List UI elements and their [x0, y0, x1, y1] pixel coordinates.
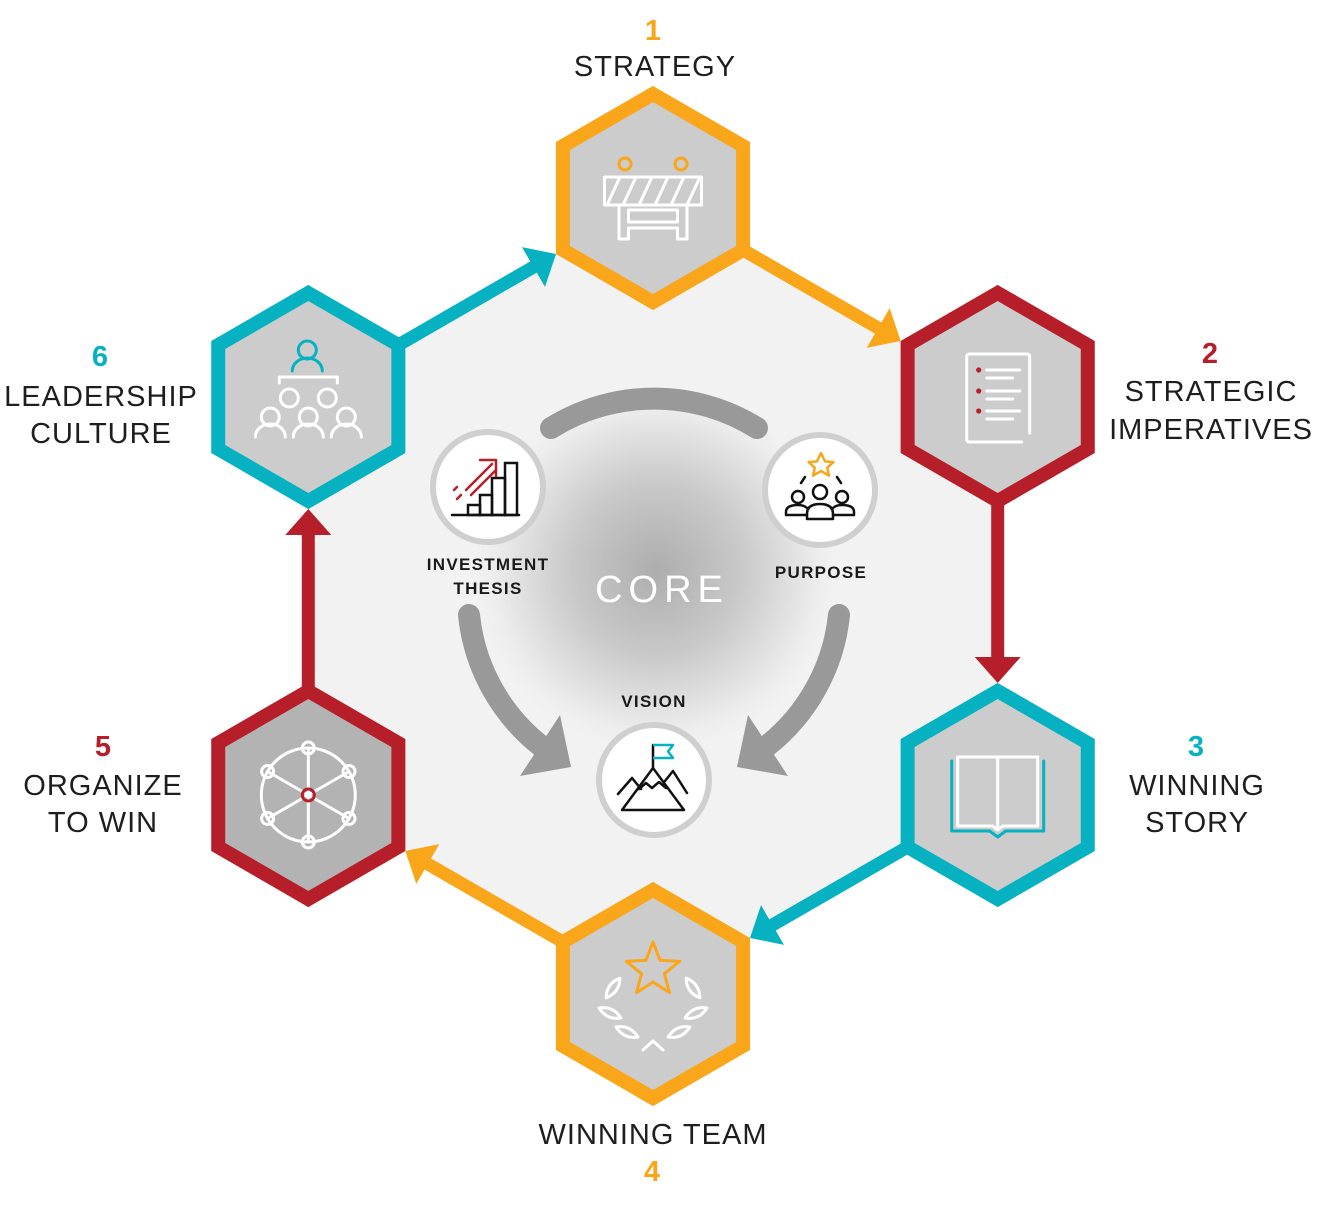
growth-chart-icon — [450, 458, 521, 517]
step-6-title-line-2: CULTURE — [30, 418, 172, 450]
core-left-arc — [458, 604, 552, 757]
core-right-arrowhead-icon — [737, 715, 788, 776]
core-top-arc — [540, 387, 768, 439]
arrowhead-icon — [750, 905, 784, 945]
purpose-label: PURPOSE — [775, 563, 867, 582]
mountain-flag-icon — [616, 743, 689, 812]
core-left-arrowhead-icon — [520, 715, 571, 776]
step-2-title-line-1: STRATEGIC — [1125, 376, 1298, 408]
laurel-star-icon — [597, 940, 709, 1052]
network-wheel-icon — [259, 740, 357, 850]
arrowhead-icon — [285, 509, 332, 535]
step-1-strategy-hexagon — [555, 85, 751, 311]
step-1-number: 1 — [645, 15, 661, 47]
step-1-title: STRATEGY — [574, 51, 736, 83]
investment-circle — [430, 429, 546, 545]
step-4-number: 4 — [644, 1156, 660, 1188]
step-5-number: 5 — [95, 731, 111, 763]
arrowhead-icon — [974, 657, 1021, 683]
vision-label: VISION — [621, 692, 686, 711]
core-element-vision: VISION — [596, 692, 712, 838]
step-6-label: 6 LEADERSHIP CULTURE — [4, 341, 198, 450]
open-book-icon — [950, 755, 1046, 839]
step-3-winning-story-hexagon — [900, 682, 1095, 908]
team-star-icon — [784, 451, 856, 521]
step-2-strategic-imperatives-hexagon — [900, 284, 1095, 510]
step-5-organize-to-win-hexagon — [211, 682, 406, 908]
step-1-label: 1 STRATEGY — [574, 15, 736, 83]
step-5-title-line-1: ORGANIZE — [23, 770, 182, 802]
step-2-label: 2 STRATEGIC IMPERATIVES — [1109, 338, 1313, 446]
core-element-purpose: PURPOSE — [762, 432, 878, 582]
barricade-icon — [603, 156, 703, 241]
core-right-arc — [756, 604, 850, 757]
leadership-hierarchy-icon — [253, 339, 363, 439]
step-6-leadership-culture-hexagon — [211, 284, 406, 510]
arrowhead-icon — [522, 247, 556, 287]
step-6-title-line-1: LEADERSHIP — [4, 381, 198, 413]
core-glow — [466, 380, 846, 760]
arrowhead-icon — [405, 844, 440, 884]
investment-label-line-1: INVESTMENT — [427, 555, 550, 574]
step-4-winning-team-hexagon — [555, 881, 751, 1107]
step-3-label: 3 WINNING STORY — [1129, 731, 1265, 839]
purpose-circle — [762, 432, 878, 548]
step-2-title-line-2: IMPERATIVES — [1109, 414, 1313, 446]
step-3-number: 3 — [1188, 731, 1204, 763]
step-6-number: 6 — [92, 341, 108, 373]
step-4-label: WINNING TEAM 4 — [539, 1119, 768, 1188]
step-5-label: 5 ORGANIZE TO WIN — [23, 731, 182, 839]
step-4-title: WINNING TEAM — [539, 1119, 768, 1151]
step-5-title-line-2: TO WIN — [48, 807, 158, 839]
core-arrows — [458, 387, 850, 776]
core-title: CORE — [595, 569, 729, 611]
step-3-title-line-1: WINNING — [1129, 770, 1265, 802]
step-3-title-line-2: STORY — [1145, 807, 1249, 839]
investment-label-line-2: THESIS — [453, 579, 522, 598]
checklist-document-icon — [965, 352, 1032, 444]
core-element-investment-thesis: INVESTMENT THESIS — [427, 429, 550, 598]
arrowhead-icon — [866, 308, 901, 348]
vision-circle — [596, 722, 712, 838]
step-2-number: 2 — [1202, 338, 1218, 370]
